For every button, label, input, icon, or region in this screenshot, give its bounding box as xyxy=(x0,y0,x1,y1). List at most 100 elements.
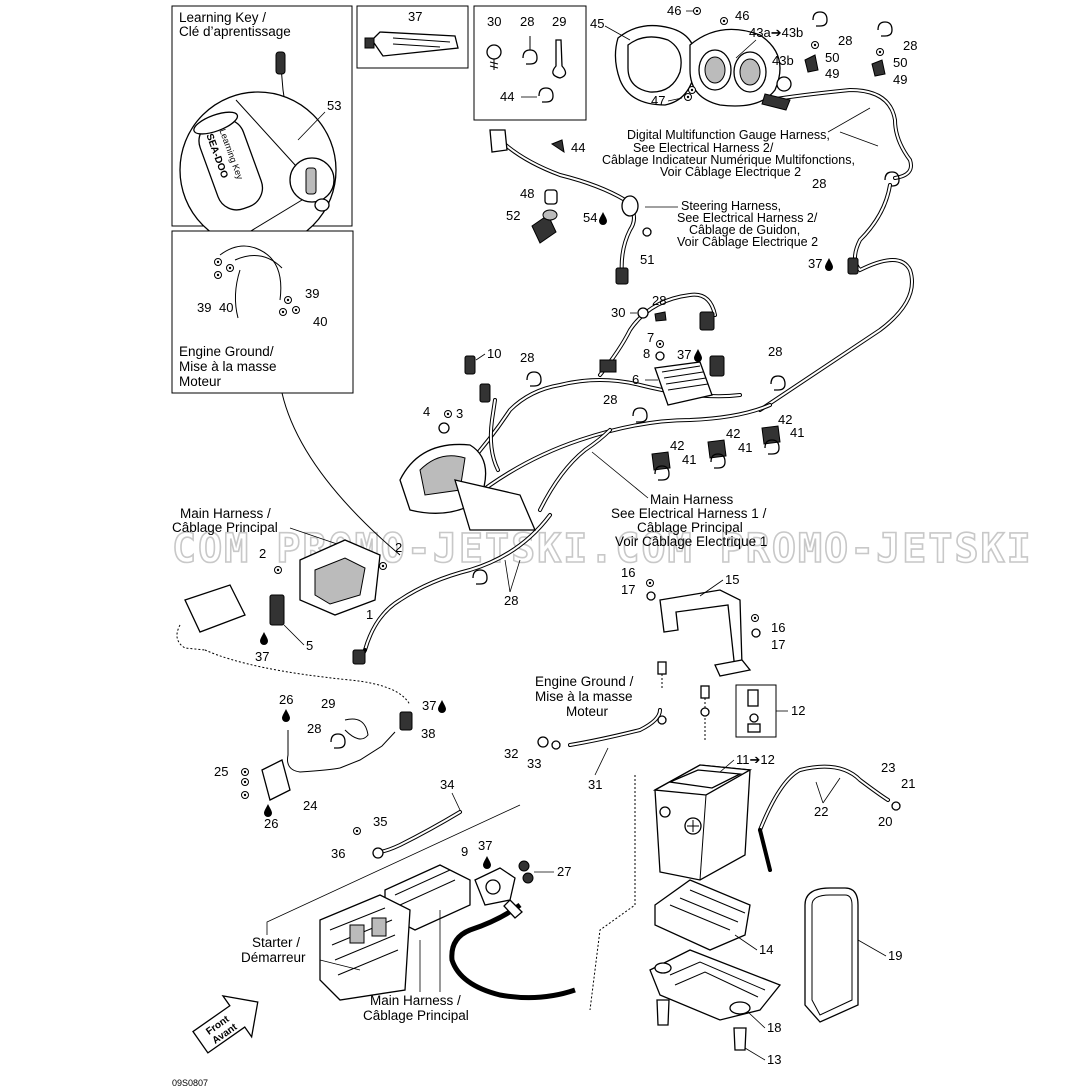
callout-31: 31 xyxy=(588,777,602,792)
fasteners-inset: 30 28 29 44 xyxy=(473,5,587,121)
engine-ground-left-fr2: Moteur xyxy=(179,374,222,389)
battery-bracket: 16 17 15 16 17 xyxy=(621,565,785,677)
gauge-harness-label: Digital Multifunction Gauge Harness, See… xyxy=(602,128,855,179)
callout-41-c: 41 xyxy=(790,425,804,440)
callout-23: 23 xyxy=(881,760,895,775)
starter-area: 34 35 36 9 37 27 xyxy=(319,777,576,1001)
battery: 11➔12 xyxy=(652,752,775,881)
callout-53: 53 xyxy=(327,98,341,113)
callout-28-i: 28 xyxy=(504,593,518,608)
svg-text:Câblage de Guidon,: Câblage de Guidon, xyxy=(689,223,800,237)
callout-46-b: 46 xyxy=(735,8,749,23)
callout-28-h: 28 xyxy=(603,392,617,407)
callout-37-f: 37 xyxy=(478,838,492,853)
svg-text:Voir Câblage Electrique 2: Voir Câblage Electrique 2 xyxy=(677,235,818,249)
callout-22: 22 xyxy=(814,804,828,819)
learning-key-inset: Learning Key / Clé d’aprentissage SEA-DO… xyxy=(171,5,353,249)
callout-35: 35 xyxy=(373,814,387,829)
callout-29-box: 29 xyxy=(552,14,566,29)
callout-17-b: 17 xyxy=(771,637,785,652)
ground-cable-dotted xyxy=(589,775,636,1011)
diagram-code: 09S0807 xyxy=(172,1078,208,1088)
callout-28-g: 28 xyxy=(520,350,534,365)
callout-38: 38 xyxy=(421,726,435,741)
callout-13: 13 xyxy=(767,1052,781,1067)
callout-42-b: 42 xyxy=(726,426,740,441)
callout-50-b: 50 xyxy=(893,55,907,70)
callout-32: 32 xyxy=(504,746,518,761)
callout-1: 1 xyxy=(366,607,373,622)
callout-44-b: 44 xyxy=(571,140,585,155)
callout-41-a: 41 xyxy=(682,452,696,467)
callout-51: 51 xyxy=(640,252,654,267)
main-harness-center-label: Main Harness See Electrical Harness 1 / … xyxy=(611,492,767,549)
callout-20: 20 xyxy=(878,814,892,829)
svg-text:Démarreur: Démarreur xyxy=(241,950,306,965)
steering-harness-label: Steering Harness, See Electrical Harness… xyxy=(677,199,818,249)
main-harness-left-en: Main Harness / xyxy=(180,506,271,521)
callout-37-c: 37 xyxy=(677,347,691,362)
callout-49-a: 49 xyxy=(825,66,839,81)
battery-cable-right: 23 21 22 20 xyxy=(758,760,915,872)
svg-text:See Electrical Harness 1 /: See Electrical Harness 1 / xyxy=(611,506,767,521)
callout-42-c: 42 xyxy=(778,412,792,427)
svg-text:Main Harness /: Main Harness / xyxy=(370,993,461,1008)
voltage-regulator-area: 30 28 7 8 37 6 28 xyxy=(611,293,786,406)
svg-text:Voir Câblage Electrique 2: Voir Câblage Electrique 2 xyxy=(660,165,801,179)
callout-39-b: 39 xyxy=(305,286,319,301)
engine-ground-inset: 39 40 39 40 Engine Ground/ Mise à la mas… xyxy=(171,230,354,394)
engine-ground-right-fr1: Mise à la masse xyxy=(535,689,633,704)
callout-21: 21 xyxy=(901,776,915,791)
callout-28-box: 28 xyxy=(520,14,534,29)
engine-ground-left-en: Engine Ground/ xyxy=(179,344,274,359)
main-harness-left: Main Harness / Câblage Principal 2 2 1 5… xyxy=(172,506,521,664)
callout-24: 24 xyxy=(303,798,317,813)
callout-43b: 43b xyxy=(772,53,794,68)
learning-key-label-fr: Clé d’aprentissage xyxy=(179,24,291,39)
svg-text:See Electrical Harness 2/: See Electrical Harness 2/ xyxy=(677,211,818,225)
callout-5: 5 xyxy=(306,638,313,653)
callout-18: 18 xyxy=(767,1020,781,1035)
callout-48: 48 xyxy=(520,186,534,201)
callout-50-a: 50 xyxy=(825,50,839,65)
steering-harness: 44 48 52 54 51 xyxy=(489,129,654,285)
connector-clamps: 42 41 42 41 42 41 xyxy=(651,412,804,481)
callout-19: 19 xyxy=(888,948,902,963)
callout-37-b: 37 xyxy=(808,256,822,271)
callout-7: 7 xyxy=(647,330,654,345)
callout-37-d: 37 xyxy=(255,649,269,664)
callout-41-b: 41 xyxy=(738,440,752,455)
callout-52: 52 xyxy=(506,208,520,223)
callout-27: 27 xyxy=(557,864,571,879)
callout-28-f: 28 xyxy=(768,344,782,359)
callout-39-a: 39 xyxy=(197,300,211,315)
callout-30-b: 30 xyxy=(611,305,625,320)
learning-key-label-en: Learning Key / xyxy=(179,10,266,25)
callout-28-c: 28 xyxy=(903,38,917,53)
svg-text:See Electrical Harness 2/: See Electrical Harness 2/ xyxy=(633,141,774,155)
svg-text:Câblage Principal: Câblage Principal xyxy=(637,520,743,535)
engine-ground-leader xyxy=(281,392,401,556)
callout-15: 15 xyxy=(725,572,739,587)
svg-text:Voir Câblage Electrique 1: Voir Câblage Electrique 1 xyxy=(615,534,767,549)
callout-45: 45 xyxy=(590,16,604,31)
svg-text:Steering Harness,: Steering Harness, xyxy=(681,199,781,213)
callout-26-b: 26 xyxy=(264,816,278,831)
lubricant-inset: 37 xyxy=(356,5,469,69)
callout-17-a: 17 xyxy=(621,582,635,597)
callout-29-b: 29 xyxy=(321,696,335,711)
callout-16-b: 16 xyxy=(771,620,785,635)
starter-label: Starter / Démarreur xyxy=(241,804,521,971)
callout-28-b: 28 xyxy=(838,33,852,48)
terminal-kit-inset: 12 xyxy=(735,684,805,738)
callout-37-tube: 37 xyxy=(408,9,422,24)
callout-40-b: 40 xyxy=(313,314,327,329)
main-harness-bottom-label: Main Harness / Câblage Principal xyxy=(363,910,469,1023)
svg-text:Câblage Indicateur Numérique M: Câblage Indicateur Numérique Multifoncti… xyxy=(602,153,855,167)
callout-42-a: 42 xyxy=(670,438,684,453)
callout-33: 33 xyxy=(527,756,541,771)
callout-25: 25 xyxy=(214,764,228,779)
engine-ground-right-en: Engine Ground / xyxy=(535,674,634,689)
engine-ground-right-fr2: Moteur xyxy=(566,704,609,719)
callout-47: 47 xyxy=(651,93,665,108)
